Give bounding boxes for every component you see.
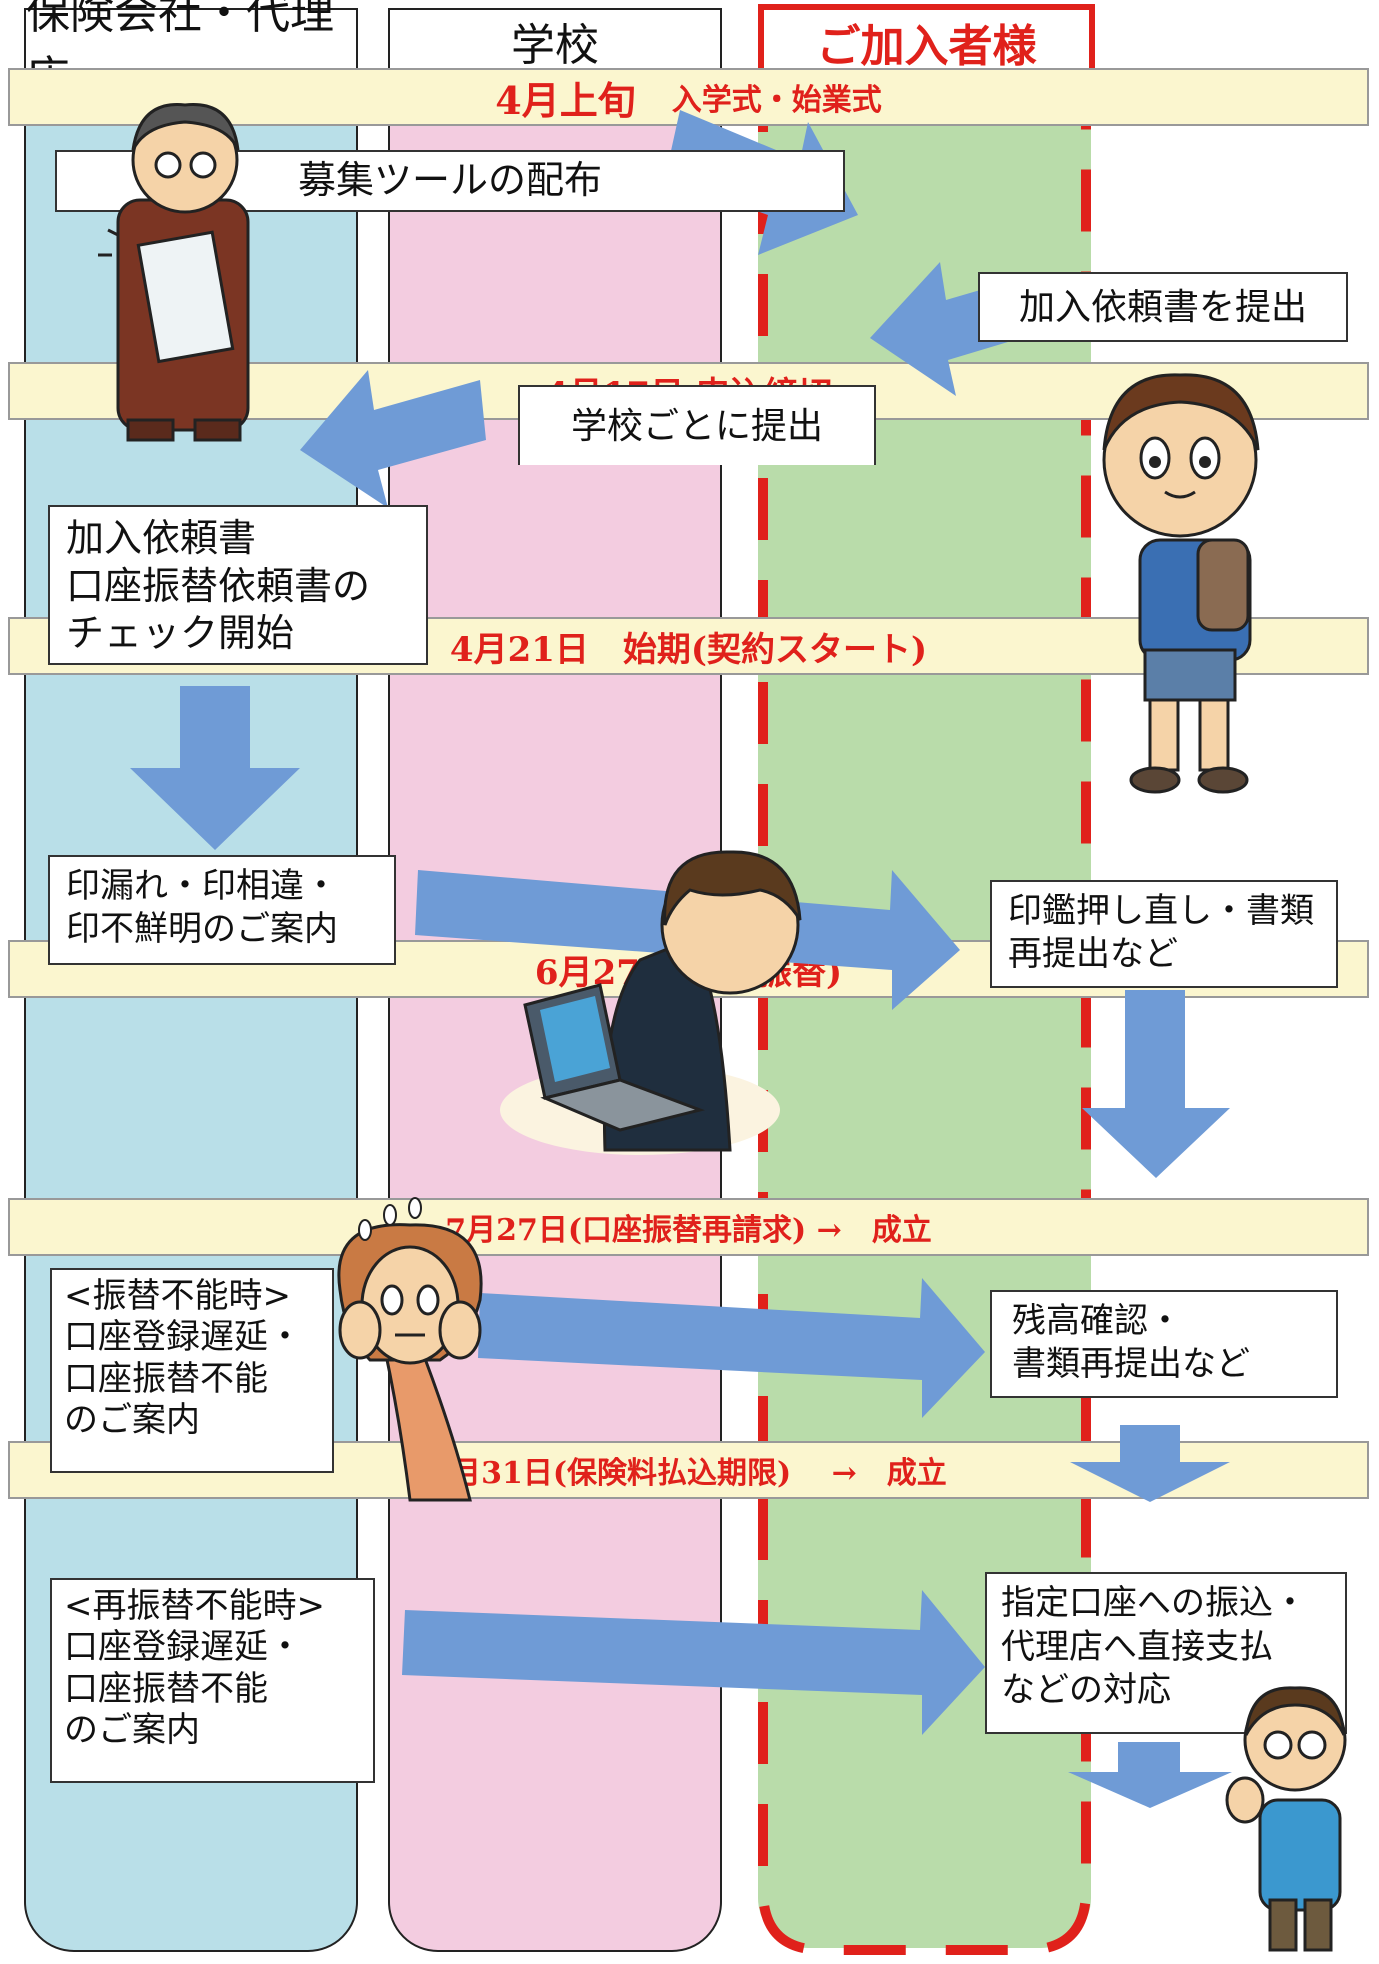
box-school-submit: 学校ごとに提出 [518,385,876,465]
box-designated-account: 指定口座への振込・ 代理店へ直接支払 などの対応 [985,1572,1347,1734]
box-seal-notice: 印漏れ・印相違・ 印不鮮明のご案内 [48,855,396,965]
band-april-early: 4月上旬 入学式・始業式 [8,68,1369,126]
lane-header-member: ご加入者様 [758,4,1095,80]
band-retransfer: 7月27日(口座振替再請求) → 成立 [8,1198,1369,1256]
lane-header-insurer: 保険会社・代理店 [24,0,358,103]
school-lane [388,58,722,1952]
box-reseal: 印鑑押し直し・書類 再提出など [990,880,1338,988]
box-distribute-tools: 募集ツールの配布 [55,150,845,212]
box-submit-application: 加入依頼書を提出 [978,272,1348,342]
box-balance-check: 残高確認・ 書類再提出など [990,1290,1338,1398]
band-april-early-date: 4月上旬 [495,77,636,123]
lane-header-school: 学校 [388,8,722,74]
box-check-start: 加入依頼書 口座振替依頼書の チェック開始 [48,505,428,665]
boy-with-backpack-icon [1102,373,1260,794]
arrow-down-member-1 [1082,990,1230,1178]
arrow-down-member-3 [1068,1742,1232,1808]
box-transfer-fail: <振替不能時> 口座登録遅延・ 口座振替不能 のご案内 [50,1268,334,1473]
box-retransfer-fail: <再振替不能時> 口座登録遅延・ 口座振替不能 のご案内 [50,1578,375,1783]
band-april-early-event: 入学式・始業式 [671,83,882,118]
